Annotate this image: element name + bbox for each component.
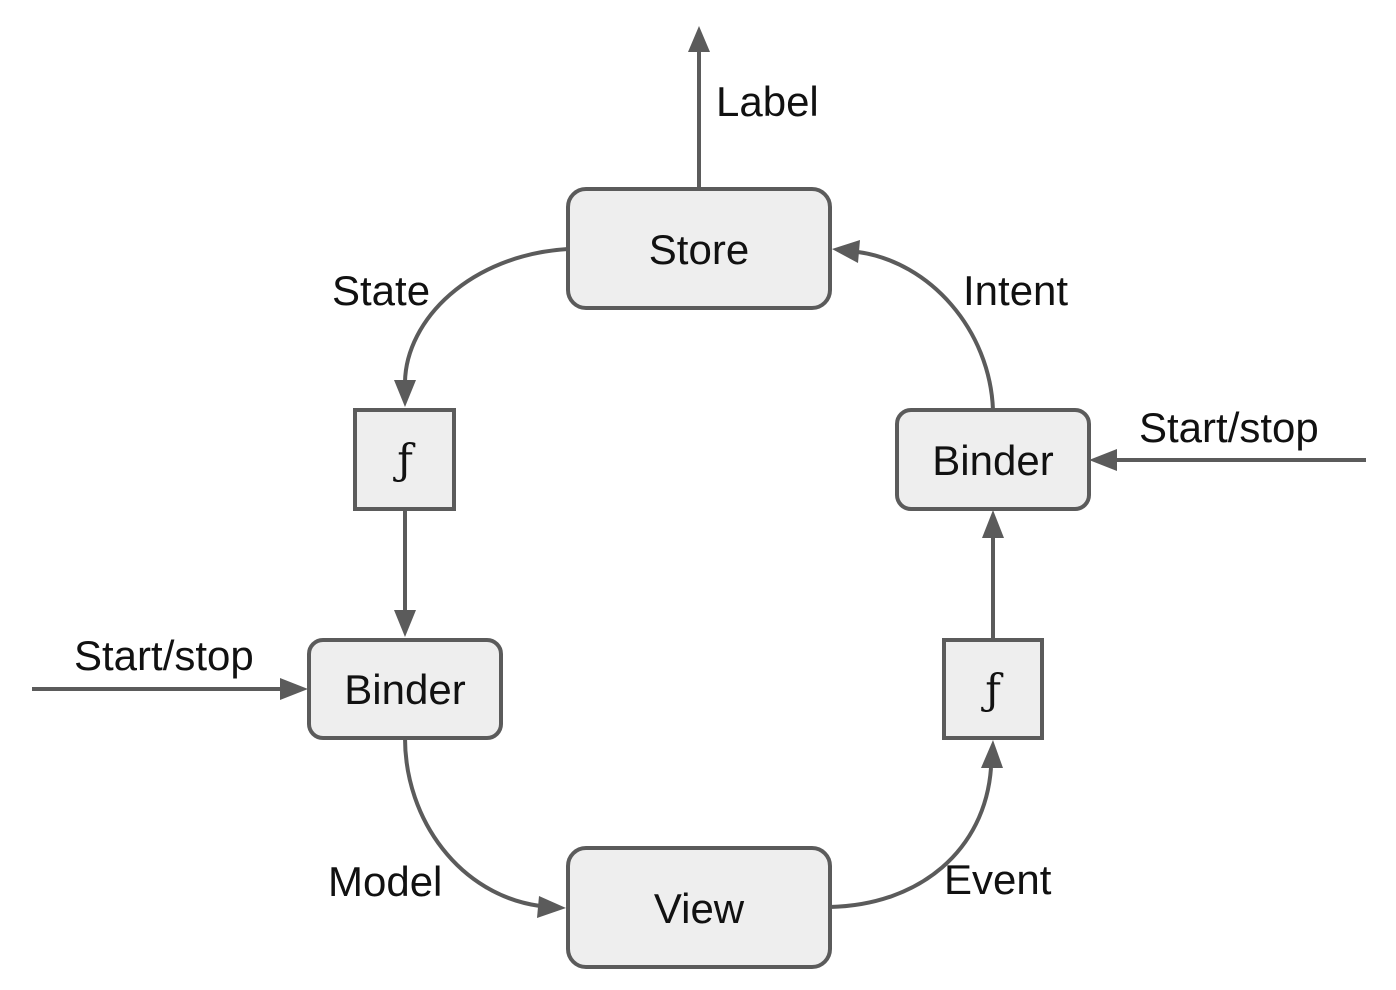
- binder-node-left: Binder: [307, 638, 503, 740]
- edge-state: [394, 247, 569, 407]
- store-label: Store: [649, 226, 749, 273]
- edge-state-label: State: [332, 267, 430, 314]
- binder-left-label: Binder: [344, 666, 465, 713]
- func-node-left: ƒ: [353, 408, 456, 511]
- edge-label-label: Label: [716, 78, 819, 125]
- edge-event: [829, 740, 1003, 909]
- binder-node-right: Binder: [895, 408, 1091, 511]
- edge-start-stop-right-label: Start/stop: [1139, 404, 1319, 451]
- edge-start-stop-left-label: Start/stop: [74, 632, 254, 679]
- edge-func-to-binder-right: [982, 510, 1004, 638]
- edge-func-to-binder-left: [394, 510, 416, 637]
- edge-label-output: [688, 26, 710, 188]
- edge-event-label: Event: [944, 856, 1052, 903]
- edge-start-stop-left: [32, 678, 308, 700]
- edge-start-stop-right: [1089, 449, 1366, 471]
- store-node: Store: [566, 187, 832, 310]
- edge-intent-label: Intent: [963, 267, 1068, 314]
- view-node: View: [566, 846, 832, 969]
- func-node-right: ƒ: [942, 638, 1044, 740]
- edge-model-label: Model: [328, 858, 442, 905]
- binder-right-label: Binder: [932, 437, 1053, 484]
- edge-model: [403, 737, 566, 918]
- edge-intent: [832, 240, 995, 411]
- view-label: View: [654, 885, 745, 932]
